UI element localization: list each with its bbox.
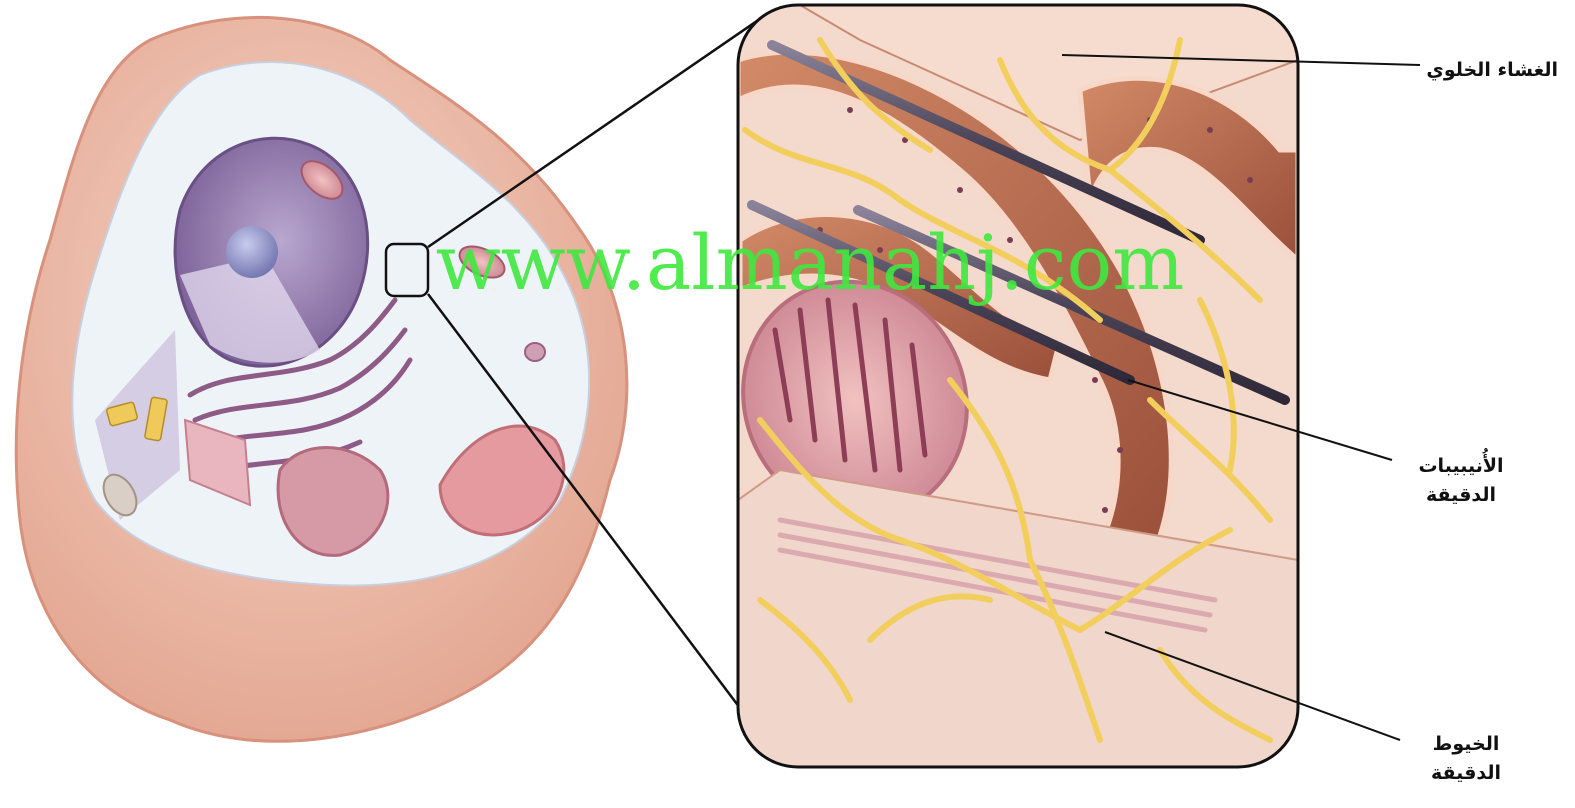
label-microfilaments-line1: الخيوط	[1408, 730, 1524, 759]
label-microtubules-line2: الدقيقة	[1398, 481, 1524, 510]
label-microtubules-line1: الأُنيبيبات	[1398, 452, 1524, 481]
label-cell-membrane-text: الغشاء الخلوي	[1428, 56, 1558, 85]
label-microtubules: الأُنيبيبات الدقيقة	[1398, 452, 1524, 510]
label-cell-membrane: الغشاء الخلوي	[1428, 56, 1558, 85]
watermark: www.almanahj.com	[420, 218, 1200, 308]
label-microfilaments-line2: الدقيقة	[1408, 759, 1524, 788]
nucleolus	[226, 226, 278, 278]
whole-cell	[16, 17, 627, 741]
magnified-panel	[705, 5, 1298, 767]
vesicle	[525, 343, 545, 361]
label-microfilaments: الخيوط الدقيقة	[1408, 730, 1524, 788]
